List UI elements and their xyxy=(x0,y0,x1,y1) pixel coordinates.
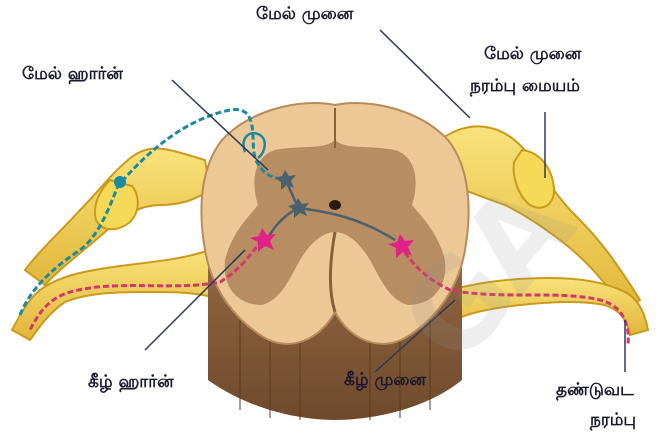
spinal-cord xyxy=(201,103,468,420)
central-canal xyxy=(329,200,341,210)
label-spinal-nerve-line2: நரம்பு xyxy=(590,410,636,431)
label-dorsal-root: மேல் ஹார்ன் xyxy=(22,64,123,85)
label-spinal-nerve-line1: தண்டுவட xyxy=(556,380,634,401)
label-ventral-horn: கீழ் முனை xyxy=(344,370,426,391)
label-dorsal-horn: மேல் முனை xyxy=(256,4,353,25)
label-dorsal-root-ganglion-line2: நரம்பு மையம் xyxy=(470,76,580,97)
label-ventral-root: கீழ் ஹார்ன் xyxy=(88,372,174,393)
label-dorsal-root-ganglion-line1: மேல் முனை xyxy=(484,44,581,65)
right-spinal-nerve xyxy=(440,126,648,335)
